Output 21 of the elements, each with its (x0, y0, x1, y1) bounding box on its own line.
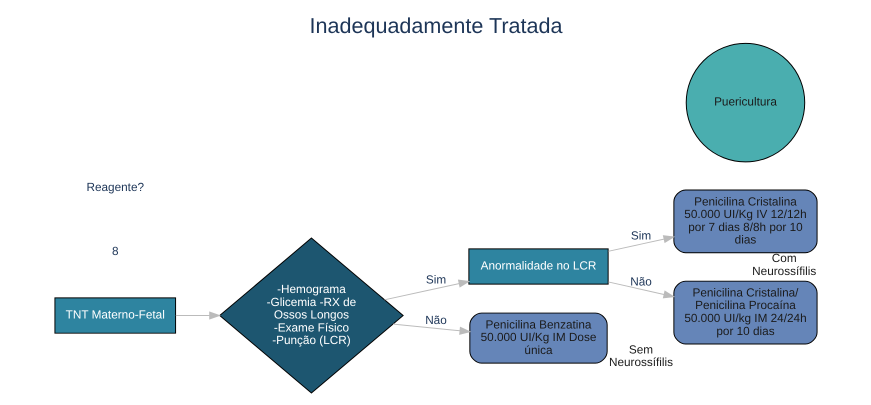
edge-label: Não (630, 276, 652, 289)
node-box: Penicilina Cristalina 50.000 UI/Kg IV 12/12h por 7 dias 8/8h por 10 dias (672, 189, 818, 254)
node-label: Sem Neurossífilis (608, 343, 673, 370)
arrow (174, 311, 220, 320)
arrow (607, 281, 675, 298)
label: 8 (111, 244, 118, 258)
node-diamond: -Hemograma -Glicemia -RX de Ossos Longos -Exame Físico -Punção (LCR) (218, 237, 404, 394)
diagram-title: Inadequadamente Tratada (309, 13, 562, 38)
label: Reagente? (86, 181, 144, 194)
arrow (384, 280, 470, 300)
edge-label: Sim (630, 230, 651, 243)
edge-label: Não (424, 314, 446, 327)
node-circle: Puericultura (685, 42, 805, 162)
node-box: Anormalidade no LCR (468, 248, 608, 285)
arrow (392, 324, 471, 335)
arrow (607, 235, 675, 252)
node-label: Com Neurossífilis (752, 252, 816, 278)
node-box: Penicilina Benzatina 50.000 UI/Kg IM Dose única (468, 312, 608, 364)
node-box: TNT Materno-Fetal (54, 297, 176, 334)
node-box: Penicilina Cristalina/ Penicilina Procaína 50.000 UI/kg IM 24/24h por 10 dias (672, 280, 818, 344)
edge-label: Sim (425, 274, 446, 287)
